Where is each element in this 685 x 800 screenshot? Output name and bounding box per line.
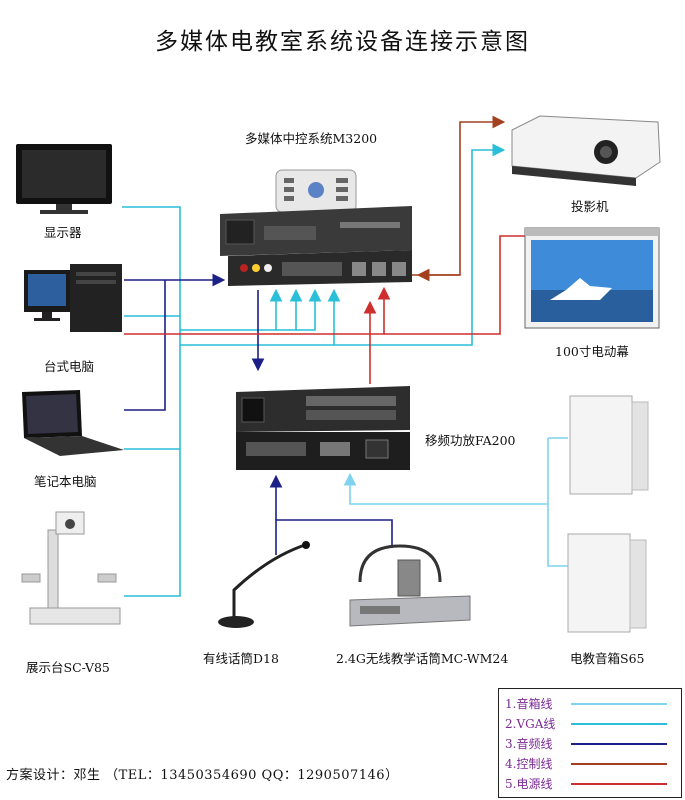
speaker-line-bus [547,438,568,567]
amplifier-label: 移频功放FA200 [425,433,516,448]
wireless-mic-label: 2.4G无线教学话筒MC-WM24 [336,651,509,666]
power-lines [124,235,525,384]
legend-label: 3.音频线 [505,737,553,751]
legend-label: 1.音箱线 [505,697,553,711]
power-line-to-control [124,286,391,335]
visualizer-icon [21,511,121,625]
footer-credit: 方案设计：邓生 （TEL：13450354690 QQ：1290507146） [6,768,399,783]
legend-item: 1.音箱线 [505,695,667,713]
monitor-label: 显示器 [44,225,82,240]
wireless-microphone-icon [349,544,471,627]
laptop-icon [22,390,124,456]
speakers-label: 电教音箱S65 [570,651,645,666]
legend-label: 2.VGA线 [505,717,556,731]
vga-line-c [296,288,322,331]
legend-label: 4.控制线 [505,757,553,771]
projector-label: 投影机 [571,199,609,214]
screen-label: 100寸电动幕 [555,344,629,359]
legend-line-power [571,783,667,785]
projector-icon [511,115,661,186]
cable-legend: 1.音箱线 2.VGA线 3.音频线 4.控制线 5.电源线 [498,688,682,798]
control-lines [405,115,506,282]
control-line-projector [405,115,506,276]
legend-item: 3.音频线 [505,735,667,753]
desktop-computer-icon [24,264,122,332]
diagram-title: 多媒体电教室系统设备连接示意图 [155,29,530,55]
power-line-screen [384,235,525,335]
speaker-top-icon [569,395,649,495]
vga-line-left-bus [122,206,181,597]
legend-item: 4.控制线 [505,755,667,773]
speaker-bottom-icon [567,533,647,633]
speaker-line-to-amp [343,472,548,505]
vga-lines [122,143,506,597]
legend-item: 2.VGA线 [505,715,667,733]
audio-lines [124,273,393,555]
vga-line-to-control [180,288,341,346]
laptop-label: 笔记本电脑 [34,474,97,489]
central-control-label: 多媒体中控系统M3200 [245,131,378,146]
projection-screen-icon [524,227,660,329]
legend-line-audio [571,743,667,745]
legend-line-speaker [571,703,667,705]
vga-line-b [276,288,303,331]
vga-line-a [180,288,283,331]
wired-microphone-icon [218,541,310,628]
speaker-lines [343,437,568,567]
vga-line-projector [334,143,506,346]
monitor-icon [16,144,112,214]
legend-line-control [571,763,667,765]
audio-line-mic-join [275,519,393,555]
legend-line-vga [571,723,667,725]
legend-item: 5.电源线 [505,775,667,793]
amplifier-icon [236,386,410,470]
legend-label: 5.电源线 [505,777,553,791]
audio-line-laptop [124,280,166,411]
visualizer-label: 展示台SC-V85 [26,660,110,675]
wired-mic-label: 有线话筒D18 [203,651,279,666]
remote-control-icon [275,169,357,213]
desktop-label: 台式电脑 [44,359,95,374]
central-control-icon [220,206,412,286]
